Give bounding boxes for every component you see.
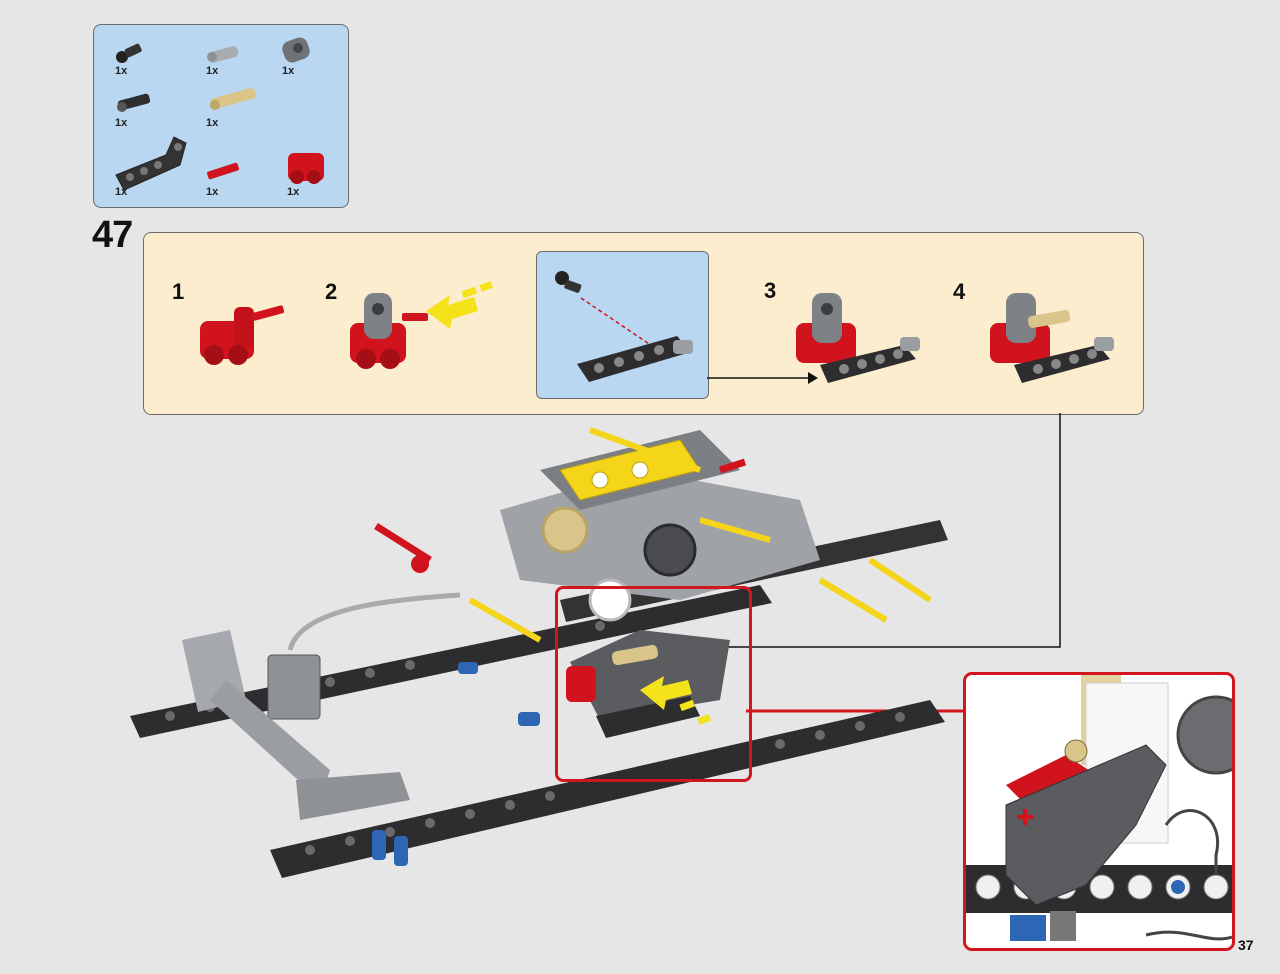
substep-2-assembly-icon (350, 293, 428, 369)
red-double-connector-icon (288, 153, 324, 184)
white-gear (588, 578, 632, 622)
substep-illustrations (200, 281, 1114, 383)
zoom-detail-illustration: ✚ (966, 675, 1232, 941)
part-qty: 1x (206, 65, 219, 77)
part-qty: 1x (115, 65, 128, 77)
black-axle-pin-icon (116, 43, 142, 63)
part-qty: 1x (287, 186, 300, 198)
insert-arrow-icon (426, 281, 494, 329)
part-qty: 1x (115, 117, 128, 129)
highlight-frame (555, 586, 752, 782)
svg-text:✚: ✚ (1016, 806, 1034, 831)
insert-arrow-icon (640, 676, 692, 710)
part-qty: 1x (206, 186, 219, 198)
tan-long-pin-icon (210, 88, 256, 110)
gray-axle-pin-icon (207, 46, 239, 63)
page-number: 37 (1238, 937, 1254, 953)
part-qty: 1x (206, 117, 219, 129)
substep-label: 4 (953, 279, 966, 304)
part-qty: 1x (282, 65, 295, 77)
substep-4-assembly-icon (990, 293, 1114, 383)
dark-gear (643, 523, 697, 577)
substep-label: 1 (172, 279, 185, 304)
parts-list-illustration (115, 37, 324, 191)
black-bent-liftarm-icon (115, 136, 187, 191)
gray-axle-connector-icon (282, 37, 310, 63)
substep-label: 3 (764, 278, 777, 303)
substep-3-assembly-icon (796, 293, 920, 383)
part-qty: 1x (115, 186, 128, 198)
step-number: 47 (92, 214, 133, 256)
zoom-detail-frame: ✚ (963, 672, 1235, 951)
tan-gear (541, 506, 589, 554)
sub-callout-box (536, 251, 709, 399)
substep-1-red-connector-icon (200, 305, 285, 365)
substep-label: 2 (325, 279, 338, 304)
red-axle-icon (207, 162, 239, 180)
callout-illustration (555, 271, 693, 382)
black-friction-pin-icon (117, 93, 151, 112)
battery-box (267, 654, 321, 720)
parts-list-box: 1x 1x 1x 1x 1x 1x 1x 1x (93, 24, 349, 208)
